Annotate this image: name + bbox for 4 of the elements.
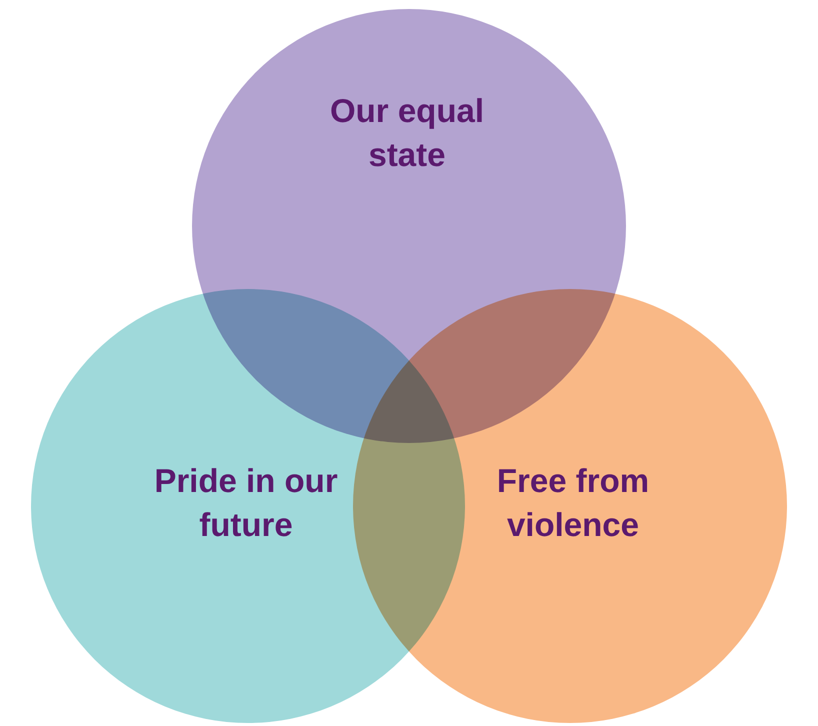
circle-label: Pride in our future [153,461,339,545]
circle-label: Our equal state [328,91,486,175]
venn-circle [353,289,787,723]
circle-label: Free from violence [496,461,650,545]
